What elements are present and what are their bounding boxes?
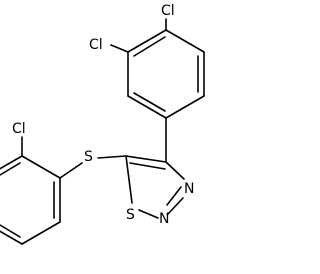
chlorine-label-meta: Cl bbox=[89, 37, 103, 53]
chlorine-label-top: Cl bbox=[161, 3, 175, 19]
bond bbox=[165, 29, 205, 53]
bond bbox=[166, 186, 182, 206]
bond bbox=[21, 221, 61, 245]
bond bbox=[127, 95, 167, 119]
chemical-structure-diagram: Cl Cl Cl S S N N bbox=[0, 3, 205, 245]
chlorine-label-ortho: Cl bbox=[12, 121, 26, 137]
bond bbox=[0, 224, 21, 238]
bond-to-cl-meta bbox=[110, 44, 129, 53]
bond bbox=[138, 209, 159, 219]
bond bbox=[0, 162, 21, 176]
bond-thiadiazole-s bbox=[97, 155, 127, 159]
bond bbox=[0, 230, 23, 245]
bond-s-chlorophenyl bbox=[59, 162, 83, 179]
bond bbox=[133, 36, 166, 57]
bond bbox=[125, 155, 133, 204]
chlorophenyl-ring bbox=[0, 155, 61, 245]
bond bbox=[133, 92, 166, 112]
sulfur-label-ring: S bbox=[126, 207, 135, 223]
bond bbox=[21, 155, 61, 179]
bond bbox=[165, 161, 185, 180]
bond bbox=[167, 197, 184, 215]
nitrogen-label-upper: N bbox=[184, 181, 194, 197]
bond bbox=[165, 95, 205, 119]
bond bbox=[129, 162, 166, 170]
bond bbox=[125, 155, 167, 163]
bond bbox=[127, 29, 167, 53]
sulfur-label-thioether: S bbox=[84, 149, 93, 165]
thiadiazole-ring bbox=[125, 155, 185, 219]
bond bbox=[0, 155, 23, 170]
nitrogen-label-lower: N bbox=[159, 211, 169, 227]
dichlorophenyl-ring bbox=[127, 29, 205, 119]
